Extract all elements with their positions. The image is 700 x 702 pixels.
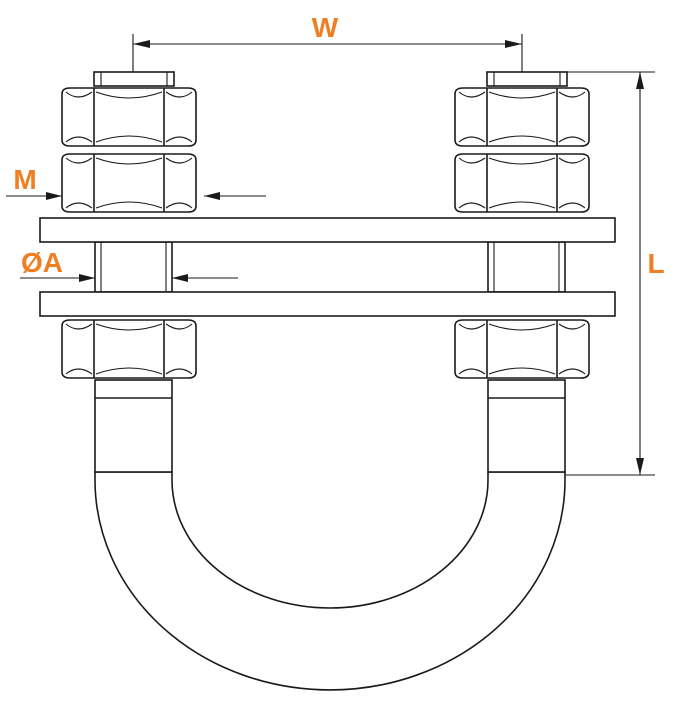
left-thread <box>94 241 173 293</box>
lower-plate <box>39 291 616 317</box>
nut-bottom-left <box>61 319 197 379</box>
dimension-a-label: ØA <box>21 247 63 278</box>
left-leg <box>94 379 173 473</box>
dimension-a <box>20 274 238 282</box>
dimension-m <box>6 192 266 200</box>
u-bend <box>94 471 566 691</box>
left-rod-tip <box>93 71 175 87</box>
upper-plate <box>39 217 616 243</box>
right-leg <box>487 379 566 473</box>
right-rod-tip <box>486 71 568 87</box>
dimension-l <box>565 71 655 476</box>
nut-top-left-lower <box>61 153 197 213</box>
nut-top-left-upper <box>61 87 197 147</box>
nut-top-right-upper <box>454 87 590 147</box>
nut-bottom-right <box>454 319 590 379</box>
right-thread <box>487 241 566 293</box>
dimension-w-label: W <box>312 12 339 43</box>
dimension-w <box>132 34 523 72</box>
nut-top-right-lower <box>454 153 590 213</box>
dimension-m-label: M <box>13 164 36 195</box>
dimension-l-label: L <box>647 248 664 279</box>
